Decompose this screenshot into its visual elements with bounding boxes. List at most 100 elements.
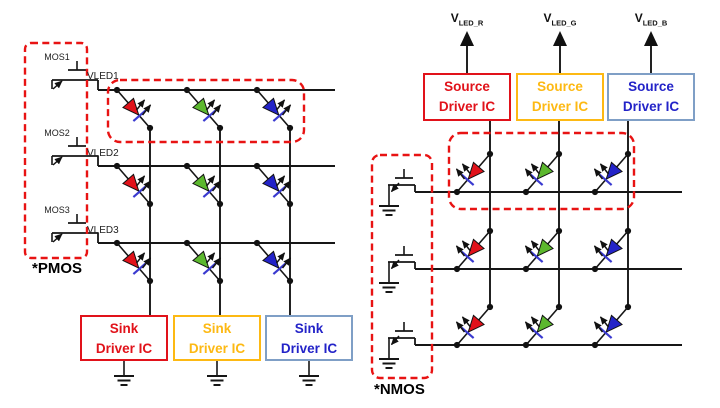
vled-g-main: V bbox=[543, 11, 552, 25]
junction-dot bbox=[591, 188, 599, 196]
junction-dot bbox=[591, 341, 599, 349]
nmos-transistor-row1-source-arrow bbox=[390, 182, 400, 193]
vled-b-main: V bbox=[634, 11, 643, 25]
light-emission-arrow bbox=[455, 245, 466, 257]
vled-b-supply-label: VLED_B bbox=[611, 11, 691, 27]
junction-dot bbox=[522, 341, 530, 349]
light-emission-arrow bbox=[211, 257, 222, 269]
junction-dot bbox=[286, 124, 294, 132]
vled-g-supply-label: VLED_G bbox=[520, 11, 600, 27]
sink-driver-box-1-line2: Driver IC bbox=[95, 341, 153, 356]
nmos-note: *NMOS bbox=[374, 381, 425, 398]
light-emission-arrow bbox=[455, 321, 466, 333]
light-emission-arrow bbox=[275, 175, 286, 187]
light-emission-arrow bbox=[275, 252, 286, 264]
source-driver-box-1: Source Driver IC bbox=[423, 73, 511, 121]
light-emission-arrow bbox=[461, 240, 472, 252]
junction-dot bbox=[216, 200, 224, 208]
led-triangle-green bbox=[192, 173, 210, 192]
source-driver-box-2-line1: Source bbox=[537, 79, 583, 94]
sink-driver-box-3-line2: Driver IC bbox=[280, 341, 338, 356]
light-emission-arrow bbox=[455, 168, 466, 180]
source-driver-box-1-line1: Source bbox=[444, 79, 490, 94]
pmos-transistor-mos2-source-arrow bbox=[52, 156, 63, 166]
sink-driver-box-1-line1: Sink bbox=[109, 321, 139, 336]
supply-arrowhead-green bbox=[553, 31, 567, 46]
light-emission-arrow bbox=[599, 163, 610, 175]
dashed-highlight bbox=[370, 153, 434, 380]
light-emission-arrow bbox=[593, 321, 604, 333]
dashed-highlight bbox=[447, 131, 636, 211]
sink-driver-box-2-line1: Sink bbox=[202, 321, 232, 336]
mos3-label: MOS3 bbox=[44, 205, 70, 215]
mos2-label: MOS2 bbox=[44, 128, 70, 138]
light-emission-arrow bbox=[599, 240, 610, 252]
sink-driver-box-2-line2: Driver IC bbox=[188, 341, 246, 356]
junction-dot bbox=[146, 200, 154, 208]
vled3-label: VLED3 bbox=[87, 225, 119, 236]
light-emission-arrow bbox=[205, 252, 216, 264]
vled2-label: VLED2 bbox=[87, 148, 119, 159]
light-emission-arrow bbox=[524, 321, 535, 333]
light-emission-arrow bbox=[530, 316, 541, 328]
junction-dot bbox=[286, 200, 294, 208]
dashed-highlight bbox=[106, 78, 306, 144]
source-driver-box-2-line2: Driver IC bbox=[531, 99, 589, 114]
vled1-label: VLED1 bbox=[87, 71, 119, 82]
led-triangle-blue bbox=[262, 250, 280, 269]
pmos-transistor-mos3-source-arrow bbox=[52, 233, 63, 243]
supply-arrowhead-red bbox=[460, 31, 474, 46]
led-triangle-blue bbox=[262, 173, 280, 192]
light-emission-arrow bbox=[461, 316, 472, 328]
light-emission-arrow bbox=[141, 180, 152, 192]
junction-dot bbox=[453, 265, 461, 273]
junction-dot bbox=[522, 265, 530, 273]
light-emission-arrow bbox=[135, 99, 146, 111]
light-emission-arrow bbox=[211, 104, 222, 116]
light-emission-arrow bbox=[211, 180, 222, 192]
source-driver-box-3-line2: Driver IC bbox=[622, 99, 680, 114]
junction-dot bbox=[522, 188, 530, 196]
supply-arrowhead-blue bbox=[644, 31, 658, 46]
light-emission-arrow bbox=[275, 99, 286, 111]
led-triangle-green bbox=[536, 314, 554, 333]
light-emission-arrow bbox=[141, 104, 152, 116]
source-driver-box-2: Source Driver IC bbox=[516, 73, 604, 121]
junction-dot bbox=[453, 188, 461, 196]
light-emission-arrow bbox=[530, 163, 541, 175]
source-driver-box-3: Source Driver IC bbox=[607, 73, 695, 121]
pmos-transistor-mos1-source-arrow bbox=[52, 80, 63, 90]
light-emission-arrow bbox=[281, 104, 292, 116]
led-triangle-blue bbox=[262, 97, 280, 116]
light-emission-arrow bbox=[141, 257, 152, 269]
led-triangle-blue bbox=[605, 161, 623, 180]
led-triangle-red bbox=[122, 173, 140, 192]
pmos-note: *PMOS bbox=[32, 260, 83, 277]
light-emission-arrow bbox=[205, 99, 216, 111]
mos1-label: MOS1 bbox=[44, 52, 70, 62]
led-triangle-blue bbox=[605, 314, 623, 333]
sink-driver-box-3-line1: Sink bbox=[294, 321, 324, 336]
junction-dot bbox=[216, 277, 224, 285]
light-emission-arrow bbox=[593, 245, 604, 257]
led-triangle-green bbox=[192, 97, 210, 116]
junction-dot bbox=[591, 265, 599, 273]
light-emission-arrow bbox=[135, 252, 146, 264]
light-emission-arrow bbox=[524, 245, 535, 257]
sink-driver-box-2: Sink Driver IC bbox=[173, 315, 261, 361]
led-triangle-red bbox=[467, 314, 485, 333]
vled-g-sub: LED_G bbox=[551, 18, 577, 28]
vled-b-sub: LED_B bbox=[642, 18, 668, 28]
led-triangle-red bbox=[467, 238, 485, 257]
led-triangle-green bbox=[536, 238, 554, 257]
led-triangle-green bbox=[192, 250, 210, 269]
junction-dot bbox=[146, 277, 154, 285]
junction-dot bbox=[146, 124, 154, 132]
led-triangle-red bbox=[122, 250, 140, 269]
vled-r-sub: LED_R bbox=[458, 18, 484, 28]
light-emission-arrow bbox=[524, 168, 535, 180]
dashed-highlight bbox=[23, 41, 89, 260]
light-emission-arrow bbox=[599, 316, 610, 328]
